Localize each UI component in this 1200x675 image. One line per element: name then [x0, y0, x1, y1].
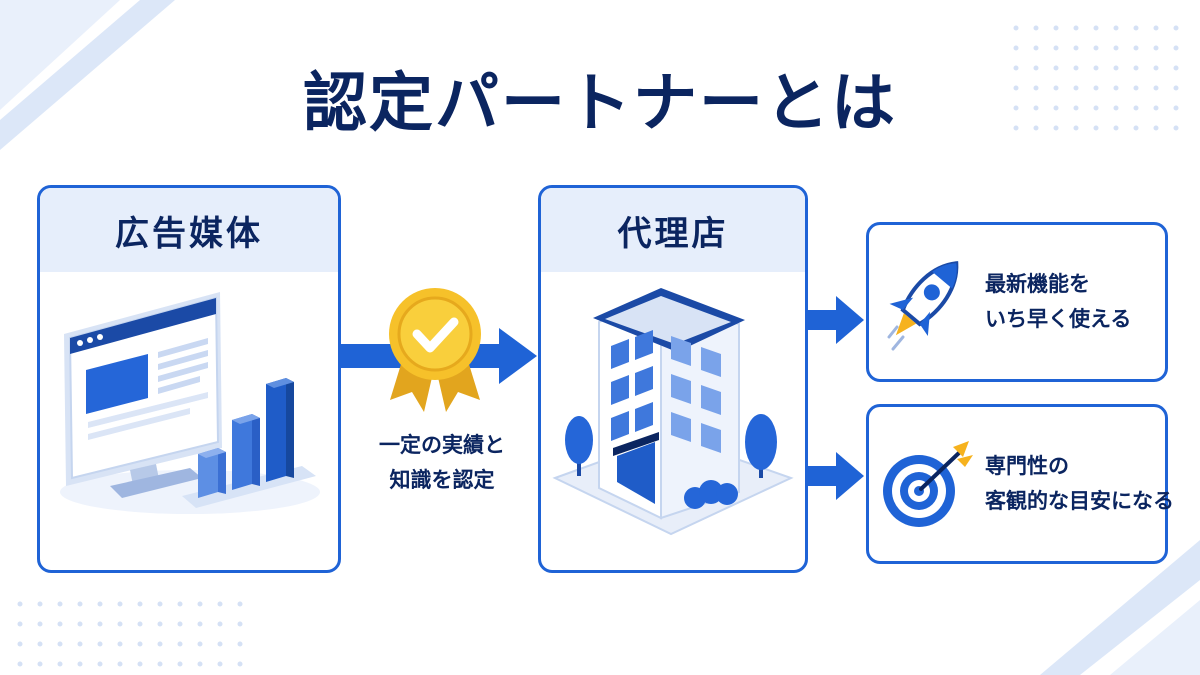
- benefit-text-new-features: 最新機能を いち早く使える: [985, 225, 1131, 379]
- benefit-1-line-1: 最新機能を: [985, 272, 1090, 297]
- benefit-2-line-2: 客観的な目安になる: [985, 489, 1174, 513]
- certification-line-1: 一定の実績と: [379, 433, 505, 457]
- agency-panel: 代理店: [538, 185, 808, 573]
- media-panel-label: 広告媒体: [40, 188, 338, 272]
- benefit-card-expertise: 専門性の 客観的な目安になる: [866, 404, 1174, 564]
- media-panel: 広告媒体: [37, 185, 341, 573]
- decorative-dot-grid-top-right: [1013, 25, 1179, 131]
- benefit-card-new-features: 最新機能を いち早く使える: [866, 222, 1168, 382]
- monitor-chart-illustration: [60, 292, 320, 514]
- agency-panel-label: 代理店: [541, 188, 805, 272]
- certification-label: 一定の実績と 知識を認定: [350, 428, 534, 497]
- flow-arrow-to-benefit-1: [808, 296, 864, 344]
- decorative-dot-grid-bottom-left: [17, 601, 243, 667]
- office-building-illustration: [552, 288, 794, 536]
- benefit-text-expertise: 専門性の 客観的な目安になる: [985, 407, 1174, 561]
- certification-medal-icon: [389, 288, 481, 412]
- page-title: 認定パートナーとは: [303, 67, 897, 141]
- flow-arrow-to-benefit-2: [808, 452, 864, 500]
- certification-line-2: 知識を認定: [389, 467, 495, 492]
- rocket-icon: [887, 261, 959, 351]
- benefit-2-line-1: 専門性の: [985, 454, 1069, 479]
- target-icon: [883, 441, 973, 527]
- benefit-1-line-2: いち早く使える: [985, 307, 1132, 331]
